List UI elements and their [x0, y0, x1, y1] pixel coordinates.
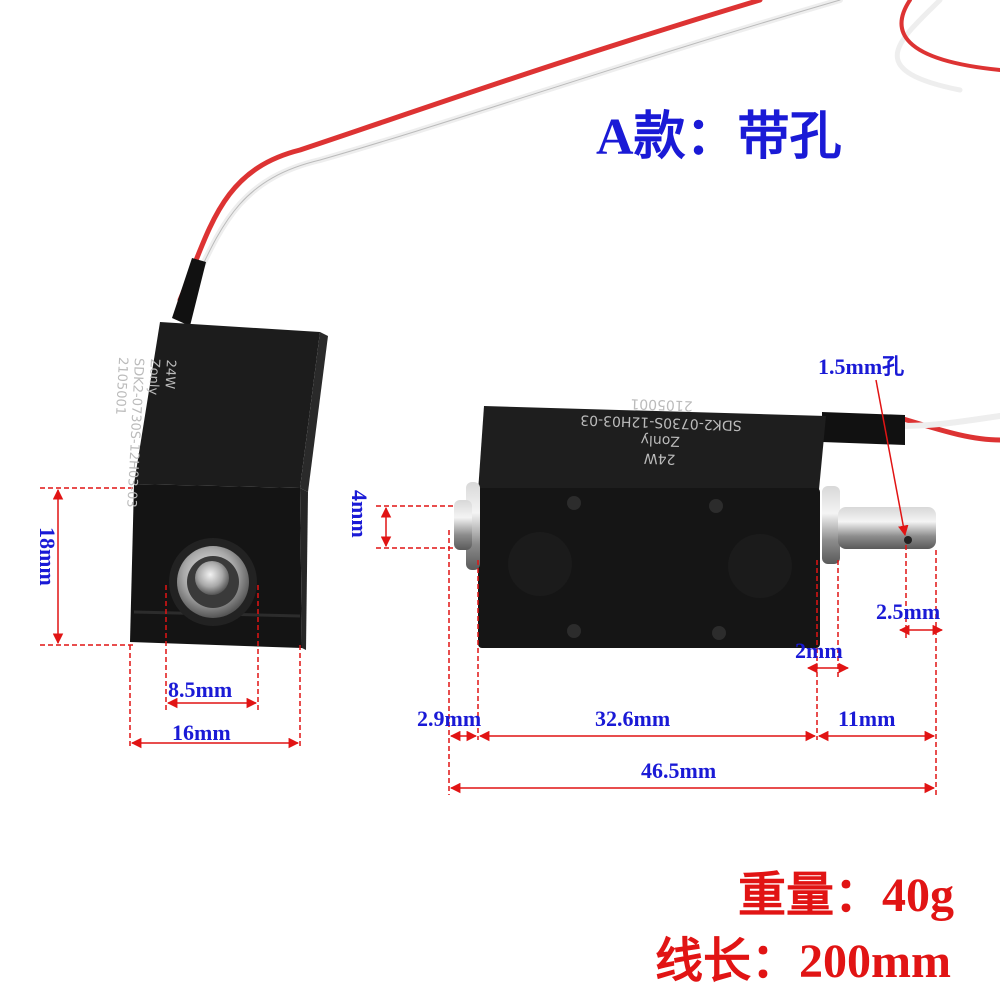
- right-body-marking: 24W Zonly SDK2-0730S-12H03-03 2105001: [579, 392, 743, 470]
- solenoid-end-view: [130, 322, 328, 650]
- heat-shrink-right: [822, 412, 905, 445]
- dim-width-label: 16mm: [172, 720, 231, 745]
- dim-height-label: 18mm: [35, 527, 60, 586]
- dimension-lines: [40, 379, 944, 795]
- dim-gap-label: 2mm: [795, 638, 843, 663]
- dim-hole-label: 1.5mm孔: [818, 354, 905, 379]
- left-body-marking: 24W Zonly SDK2-0730S-12H03-03 2105001: [106, 357, 178, 510]
- dim-total-length-label: 46.5mm: [641, 758, 717, 783]
- page-title: A款：带孔: [596, 109, 842, 166]
- dim-pin-dia-label: 4mm: [347, 490, 372, 538]
- wire-length-spec: 线长：200mm: [655, 935, 951, 988]
- dim-hole-offset-label: 2.5mm: [876, 599, 941, 624]
- dim-shaft-dia-label: 8.5mm: [168, 677, 233, 702]
- dim-pin-length-label: 11mm: [838, 706, 896, 731]
- weight-spec: 重量：40g: [738, 869, 955, 922]
- dim-left-stub-label: 2.9mm: [417, 706, 482, 731]
- dim-body-length-label: 32.6mm: [595, 706, 671, 731]
- heat-shrink-left: [172, 258, 206, 326]
- solenoid-side-view: [454, 406, 936, 648]
- lead-wires: [177, 0, 1000, 443]
